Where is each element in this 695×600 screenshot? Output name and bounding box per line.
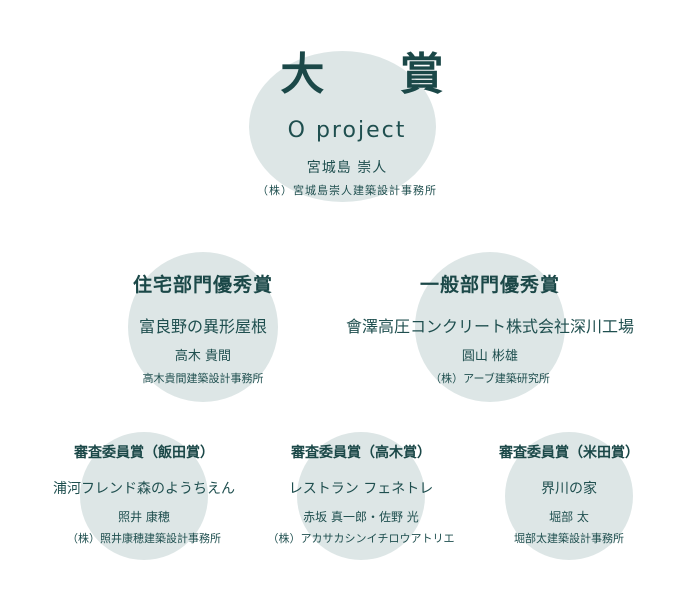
grand-prize-circle bbox=[249, 51, 436, 202]
grand-prize-person: 宮城島 崇人 bbox=[306, 160, 388, 176]
judge-takagi-award: 審査委員賞（高木賞） レストラン フェネトレ 赤坂 真一郎・佐野 光 （株）アカ… bbox=[241, 0, 481, 560]
judge-takagi-circle bbox=[297, 432, 425, 560]
judge-yoneda-circle bbox=[505, 432, 633, 560]
judge-yoneda-title: 審査委員賞（米田賞） bbox=[499, 445, 639, 461]
judge-yoneda-award: 審査委員賞（米田賞） 界川の家 堀部 太 堀部太建築設計事務所 bbox=[449, 0, 689, 560]
housing-award-office: 高木貴間建築設計事務所 bbox=[142, 372, 264, 385]
judge-takagi-title: 審査委員賞（高木賞） bbox=[291, 445, 431, 461]
general-award: 一般部門優秀賞 會澤高圧コンクリート株式会社深川工場 圓山 彬雄 （株）アーブ建… bbox=[330, 0, 650, 400]
judge-iida-title: 審査委員賞（飯田賞） bbox=[74, 445, 214, 461]
general-award-circle bbox=[415, 252, 565, 402]
judge-takagi-office: （株）アカサカシンイチロウアトリエ bbox=[267, 532, 455, 545]
housing-award-work: 富良野の異形屋根 bbox=[138, 317, 267, 336]
grand-prize-office: （株）宮城島崇人建築設計事務所 bbox=[257, 184, 437, 197]
judge-yoneda-work: 界川の家 bbox=[541, 481, 597, 497]
grand-prize-title: 大 賞 bbox=[280, 49, 474, 100]
judge-takagi-person: 赤坂 真一郎・佐野 光 bbox=[303, 510, 419, 524]
judge-iida-person: 照井 康穂 bbox=[118, 510, 170, 524]
housing-award-circle bbox=[128, 252, 278, 402]
general-award-office: （株）アーブ建築研究所 bbox=[430, 372, 550, 385]
judge-iida-award: 審査委員賞（飯田賞） 浦河フレンド森のようちえん 照井 康穂 （株）照井康穂建築… bbox=[24, 0, 264, 560]
housing-award-person: 高木 貴間 bbox=[174, 349, 232, 364]
general-award-title: 一般部門優秀賞 bbox=[419, 274, 560, 296]
judge-yoneda-office: 堀部太建築設計事務所 bbox=[514, 532, 624, 545]
housing-award: 住宅部門優秀賞 富良野の異形屋根 高木 貴間 高木貴間建築設計事務所 bbox=[83, 0, 323, 400]
general-award-person: 圓山 彬雄 bbox=[461, 349, 519, 364]
judge-takagi-work: レストラン フェネトレ bbox=[288, 481, 434, 497]
judge-yoneda-person: 堀部 太 bbox=[549, 510, 589, 524]
housing-award-title: 住宅部門優秀賞 bbox=[132, 274, 273, 296]
judge-iida-work: 浦河フレンド森のようちえん bbox=[53, 481, 235, 497]
judge-iida-circle bbox=[80, 432, 208, 560]
general-award-work: 會澤高圧コンクリート株式会社深川工場 bbox=[345, 317, 634, 336]
grand-prize-work: O project bbox=[287, 118, 407, 143]
judge-iida-office: （株）照井康穂建築設計事務所 bbox=[67, 532, 221, 545]
grand-prize: 大 賞 O project 宮城島 崇人 （株）宮城島崇人建築設計事務所 bbox=[197, 0, 497, 210]
